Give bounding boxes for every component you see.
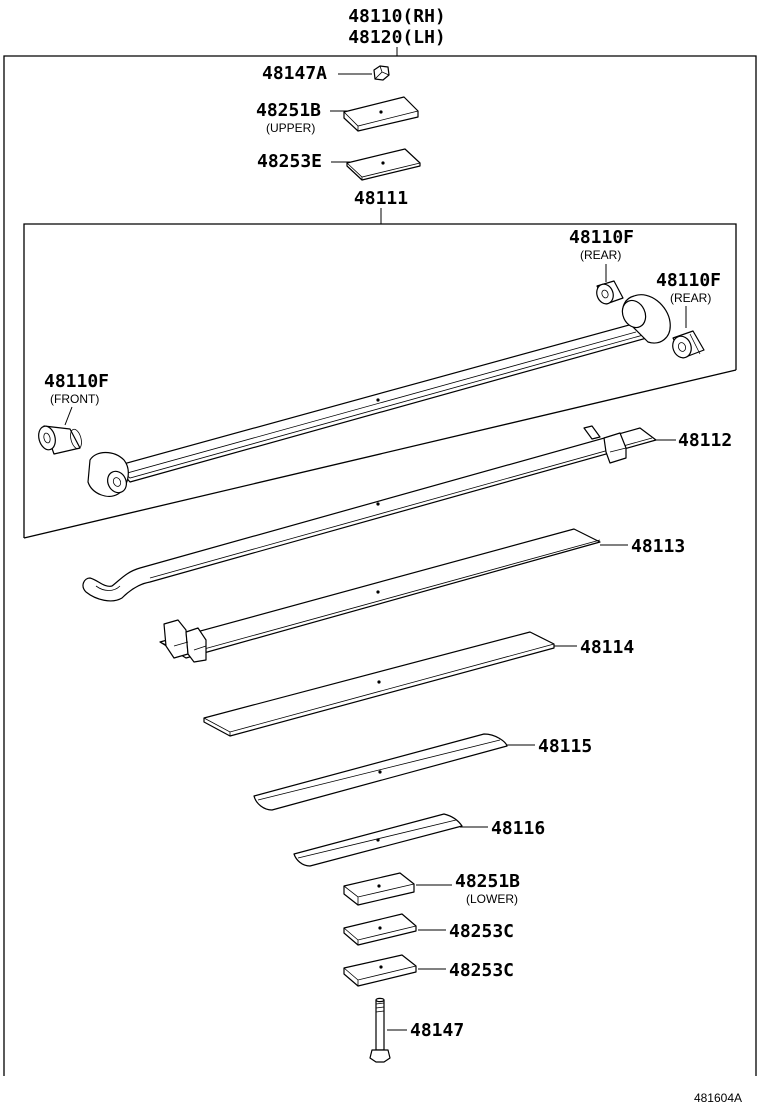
leaf-48115 (253, 733, 508, 811)
leader-48110F-front (64, 406, 73, 426)
label-48253C-2: 48253C (449, 960, 514, 981)
assembly-lh-label: 48120(LH) (348, 27, 446, 48)
label-48110F-rear2: 48110F (656, 270, 721, 291)
pad-48251B-upper (343, 96, 419, 132)
nut-48147A (373, 65, 390, 81)
sub-48251B-lower: (LOWER) (466, 892, 518, 906)
leaf-48112 (82, 425, 657, 602)
label-48253E: 48253E (257, 151, 322, 172)
shim-48253C-2 (343, 954, 417, 987)
figure-code: 481604A (694, 1091, 742, 1105)
leaf-48114 (203, 631, 555, 737)
label-48251B-upper: 48251B (256, 100, 321, 121)
leaf-48113 (159, 528, 601, 663)
label-48115: 48115 (538, 736, 592, 757)
shim-48253E (346, 148, 421, 181)
assembly-rh-label: 48110(RH) (348, 6, 446, 27)
leaf-48116 (293, 813, 463, 867)
subassembly-48111-frame-diagonal (23, 369, 737, 539)
assembly-frame (3, 55, 757, 1076)
label-48112: 48112 (678, 430, 732, 451)
bushing-48110F-rear2 (672, 330, 705, 359)
label-48147: 48147 (410, 1020, 464, 1041)
sub-48110F-front: (FRONT) (50, 392, 99, 406)
label-48114: 48114 (580, 637, 634, 658)
label-48111: 48111 (354, 188, 408, 209)
label-48110F-rear1: 48110F (569, 227, 634, 248)
sub-48110F-rear2: (REAR) (670, 291, 711, 305)
label-48113: 48113 (631, 536, 685, 557)
sub-48110F-rear1: (REAR) (580, 248, 621, 262)
main-leaf-48111 (87, 294, 671, 497)
shim-48253C-1 (343, 913, 417, 946)
sub-48251B-upper: (UPPER) (266, 121, 315, 135)
bolt-48147 (369, 997, 391, 1063)
label-48253C-1: 48253C (449, 921, 514, 942)
label-48116: 48116 (491, 818, 545, 839)
subassembly-48111-frame (23, 223, 737, 538)
pad-48251B-lower (343, 872, 415, 906)
label-48110F-front: 48110F (44, 371, 109, 392)
bushing-48110F-front (38, 425, 82, 455)
label-48147A: 48147A (262, 63, 327, 84)
label-48251B-lower: 48251B (455, 871, 520, 892)
bushing-48110F-rear1 (596, 280, 624, 305)
